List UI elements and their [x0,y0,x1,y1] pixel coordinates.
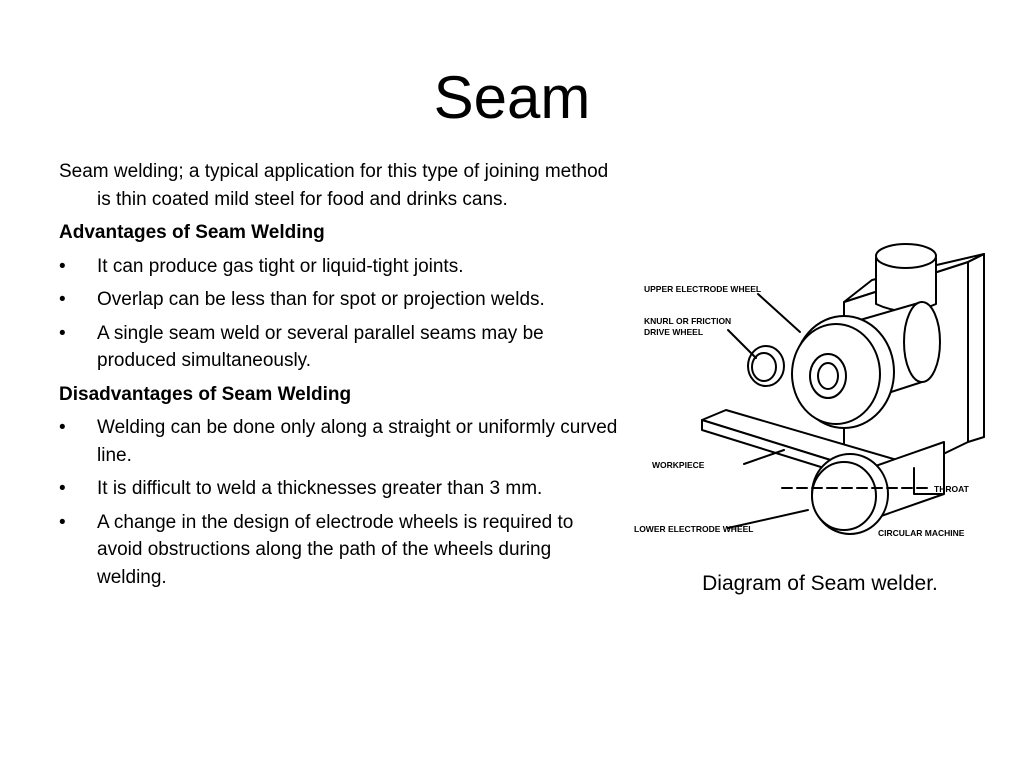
label-workpiece: WORKPIECE [652,460,705,470]
list-item: • Overlap can be less than for spot or pr… [59,286,624,314]
disadvantages-heading: Disadvantages of Seam Welding [59,383,352,405]
list-item-text: A single seam weld or several parallel s… [97,322,544,372]
seam-welder-diagram: UPPER ELECTRODE WHEEL KNURL OR FRICTION … [632,232,992,552]
bullet-icon: • [59,417,66,438]
list-item-text: Welding can be done only along a straigh… [97,417,618,466]
list-item-text: A change in the design of electrode whee… [97,511,574,588]
disadvantages-list: • Welding can be done only along a straig… [59,414,624,591]
bullet-icon: • [59,511,66,533]
label-knurl-line2: DRIVE WHEEL [644,327,703,337]
bullet-icon: • [59,322,66,344]
list-item-text: Overlap can be less than for spot or pro… [97,289,545,310]
list-item: • A single seam weld or several parallel … [59,320,624,375]
label-lower-electrode-wheel: LOWER ELECTRODE WHEEL [634,524,753,534]
figure-caption: Diagram of Seam welder. [702,572,938,595]
list-item: • It can produce gas tight or liquid-tigh… [59,253,624,281]
advantages-heading: Advantages of Seam Welding [59,222,325,243]
intro-paragraph: Seam welding; a typical application for … [59,161,609,210]
slide-body: Seam welding; a typical application for … [59,158,624,597]
slide-title: Seam [433,64,591,131]
label-knurl-line1: KNURL OR FRICTION [644,316,731,326]
seam-welder-illustration: UPPER ELECTRODE WHEEL KNURL OR FRICTION … [634,243,985,538]
label-upper-electrode-wheel: UPPER ELECTRODE WHEEL [644,284,761,294]
advantages-list: • It can produce gas tight or liquid-tigh… [59,253,624,375]
list-item-text: It can produce gas tight or liquid-tight… [97,255,464,277]
label-throat: THROAT [934,484,970,494]
list-item: • A change in the design of electrode whe… [59,509,624,592]
label-circular-machine: CIRCULAR MACHINE [878,528,965,538]
list-item: • Welding can be done only along a straig… [59,414,624,469]
list-item-text: It is difficult to weld a thicknesses gr… [97,478,543,499]
bullet-icon: • [59,255,66,277]
bullet-icon: • [59,289,66,310]
list-item: • It is difficult to weld a thicknesses g… [59,475,624,503]
bullet-icon: • [59,478,66,499]
